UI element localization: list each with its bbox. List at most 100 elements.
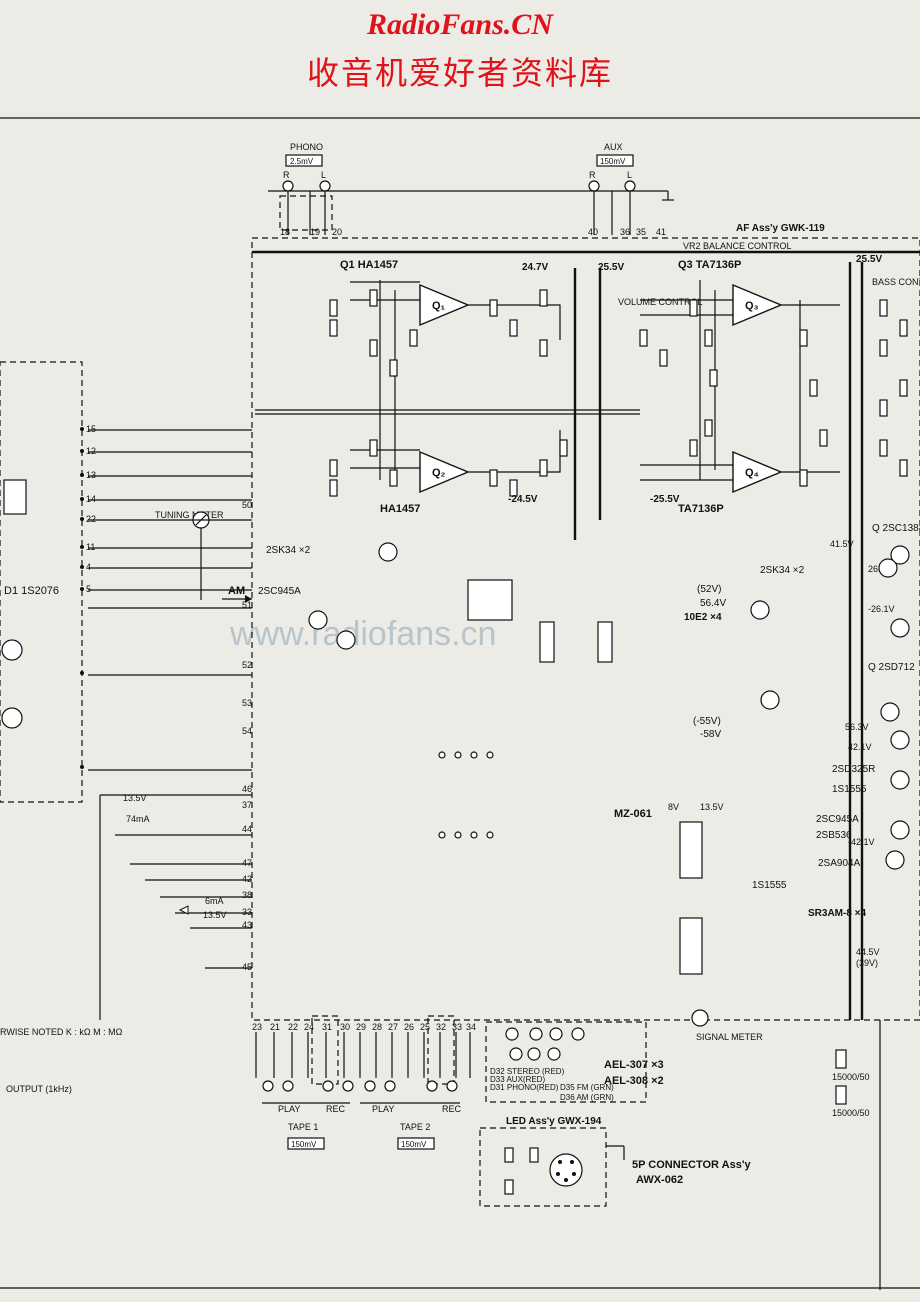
svg-text:Q₁: Q₁ — [432, 300, 446, 312]
resistor-part — [799, 469, 808, 487]
edge-pin-label: 37 — [242, 800, 252, 810]
led-board-label: LED Ass'y GWX-194 — [506, 1116, 602, 1127]
aux-label: AUX — [604, 142, 623, 152]
din-pins — [556, 1160, 576, 1182]
watermark-text: www.radiofans.cn — [229, 615, 496, 653]
aux-l-label: L — [627, 170, 632, 180]
transistor-symbol — [890, 820, 910, 840]
d10e2-label: 10E2 ×4 — [684, 612, 722, 623]
top-pin-label: 20 — [332, 227, 342, 237]
svg-text:Q₂: Q₂ — [432, 467, 446, 479]
led-indicator — [527, 1047, 541, 1061]
tape-jack-group — [262, 1080, 458, 1092]
ael308-label: AEL-308 ×2 — [604, 1075, 664, 1087]
voltage-3: 25.5V — [856, 254, 882, 265]
edge-pin-label: 47 — [242, 858, 252, 868]
resistor-part — [704, 329, 713, 347]
voltage-14: 42.1V — [848, 742, 872, 752]
edge-pin-label: 46 — [242, 784, 252, 794]
bottom-pin-label: 30 — [340, 1022, 350, 1032]
tape-jack — [364, 1080, 376, 1092]
tape2-level: 150mV — [401, 1140, 427, 1149]
aux-level-box — [596, 154, 634, 167]
switch-contact — [486, 831, 494, 839]
tape1-shield — [311, 1015, 339, 1085]
din-pin — [558, 1160, 562, 1164]
resistor-part — [389, 469, 398, 487]
q2-opamp — [419, 450, 470, 494]
left-pin-dot — [80, 671, 84, 675]
supply-13v5-label: 13.5V — [123, 793, 147, 803]
ael307-label: AEL-307 ×3 — [604, 1059, 664, 1071]
resistor-part — [489, 299, 498, 317]
edge-pin-label: 52 — [242, 660, 252, 670]
tape2-rec: REC — [442, 1104, 462, 1114]
output-note: OUTPUT (1kHz) — [6, 1084, 72, 1094]
led-indicator — [547, 1047, 561, 1061]
bottom-pin-label: 28 — [372, 1022, 382, 1032]
din-pin — [570, 1160, 574, 1164]
site-title: RadioFans.CN — [367, 8, 553, 41]
site-subtitle: 收音机爱好者资料库 — [306, 55, 613, 91]
aux-r-label: R — [589, 170, 596, 180]
tape2-label: TAPE 2 — [400, 1122, 430, 1132]
supply-arrow-icon — [178, 905, 189, 915]
led-fm: D35 FM (GRN) — [560, 1083, 614, 1092]
left-transformer — [3, 479, 27, 515]
bottom-pin-label: 31 — [322, 1022, 332, 1032]
left-pin-dot — [80, 565, 84, 569]
voltage-11: (-55V) — [693, 716, 721, 727]
tape2-shield — [427, 1015, 455, 1085]
led-group — [505, 1027, 585, 1061]
supply-74ma-label: 74mA — [126, 814, 150, 824]
voltage-5: -25.5V — [650, 494, 680, 505]
left-pin-dot — [80, 449, 84, 453]
sr3am-label: SR3AM-8 ×4 — [808, 908, 867, 919]
led-indicator — [549, 1027, 563, 1041]
aux-r-jack — [588, 180, 600, 192]
bottom-pin-label: 33 — [452, 1022, 462, 1032]
q3-label: Q3 TA7136P — [678, 259, 741, 271]
signal-meter-icon — [691, 1009, 709, 1027]
left-board-outline — [0, 361, 83, 803]
phono-r-label: R — [283, 170, 290, 180]
left-pin-dot — [80, 545, 84, 549]
resistor-part — [409, 329, 418, 347]
relay-coil-upper — [679, 821, 703, 879]
resistor-part — [369, 339, 378, 357]
bottom-pin-label: 23 — [252, 1022, 262, 1032]
tuning-label: TUNING METER — [155, 510, 224, 520]
switch-contact — [470, 831, 478, 839]
resistor-part — [509, 479, 518, 497]
resistor-part — [559, 439, 568, 457]
left-transistor-1 — [1, 639, 23, 661]
resistor-part — [879, 439, 888, 457]
resistor-part — [689, 299, 698, 317]
edge-pin-label: 13 — [86, 470, 96, 480]
transistor-symbol — [890, 545, 910, 565]
voltage-8: -26.1V — [868, 604, 895, 614]
q2sd325r-label: 2SD325R — [832, 764, 875, 775]
voltage-12: -58V — [700, 729, 721, 740]
relay-coil-lower — [679, 917, 703, 975]
q1-label: Q1 HA1457 — [340, 259, 398, 271]
tape2-play: PLAY — [372, 1104, 394, 1114]
top-pin-label: 36 — [620, 227, 630, 237]
led-indicator — [571, 1027, 585, 1041]
bass-label: BASS CONTROL — [872, 277, 920, 287]
tape1-rec: REC — [326, 1104, 346, 1114]
tape1-label: TAPE 1 — [288, 1122, 318, 1132]
resistor-part — [689, 439, 698, 457]
bottom-pin-label: 27 — [388, 1022, 398, 1032]
voltage-18: 44.5V — [856, 947, 880, 957]
function-switch-s1 — [467, 579, 513, 621]
left-pin-dot — [80, 427, 84, 431]
resistor-part — [489, 469, 498, 487]
bottom-pin-label: 25 — [420, 1022, 430, 1032]
voltage-10: 56.4V — [700, 598, 726, 609]
connector-board-outline — [479, 1127, 607, 1207]
d1s1555b-label: 1S1555 — [752, 880, 787, 891]
edge-pin-label: 5 — [86, 584, 91, 594]
tape-jack — [446, 1080, 458, 1092]
transistor-symbol — [760, 690, 780, 710]
